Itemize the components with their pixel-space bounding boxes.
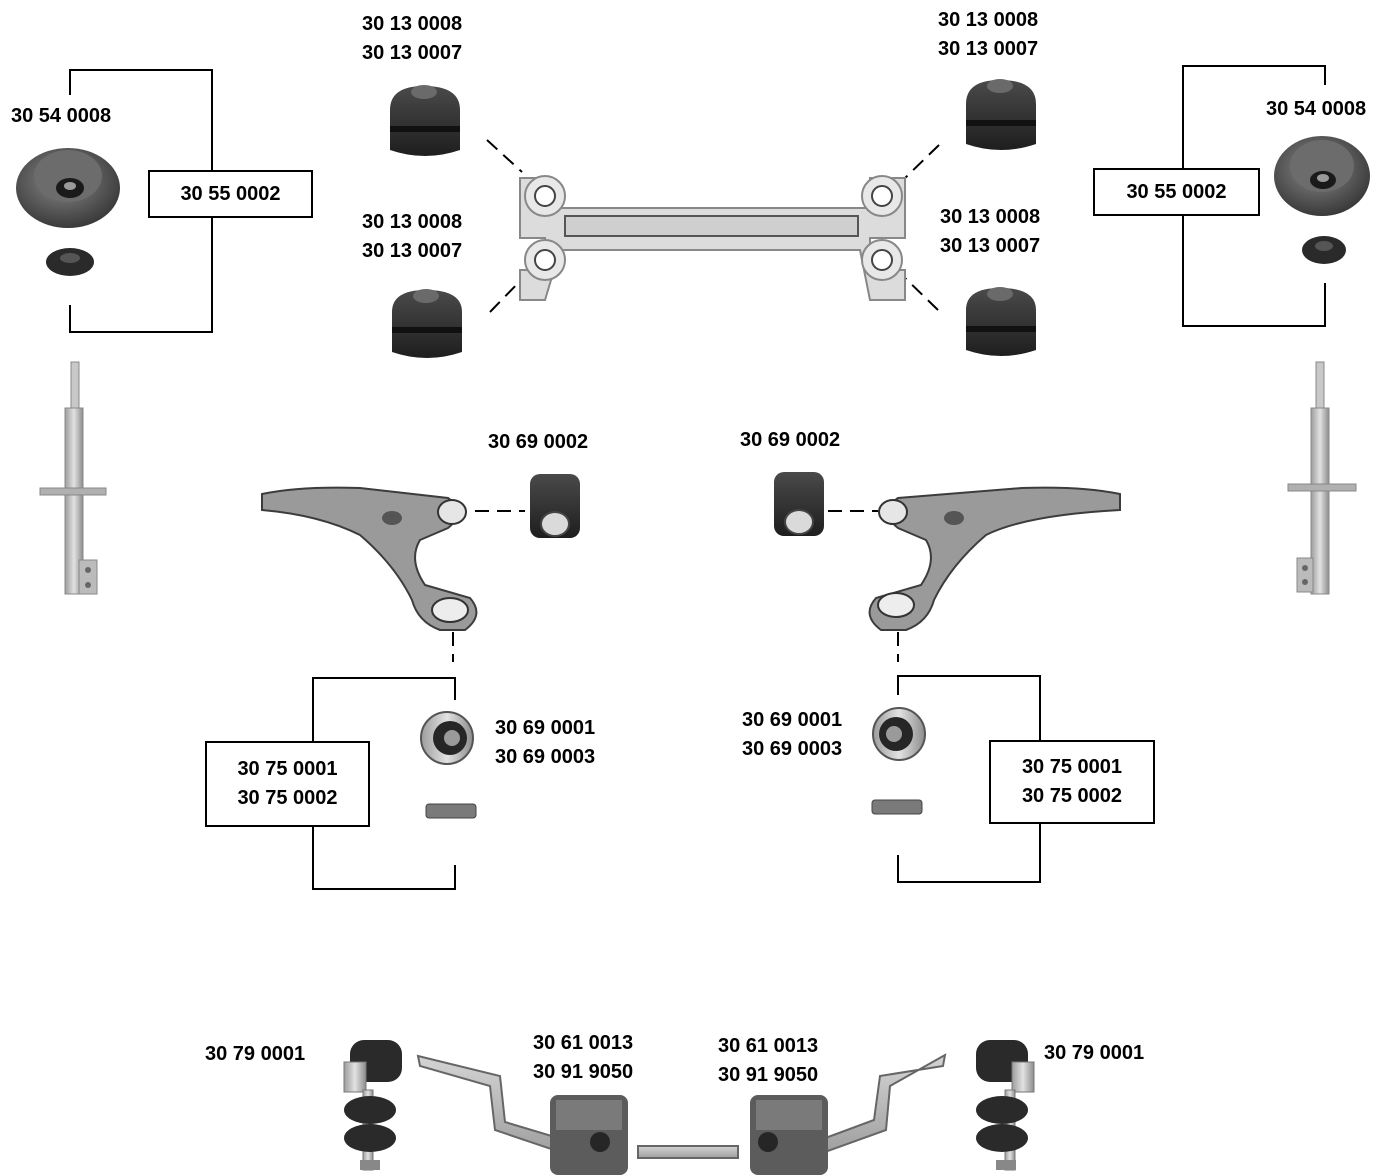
label-subframe-top-left-2: 30 13 0007 [362, 42, 463, 64]
label-subframe-bottom-right: 30 13 0008 30 13 0007 [940, 203, 1040, 261]
subframe [519, 175, 906, 301]
label-subframe-bottom-left-2: 30 13 0007 [362, 240, 463, 262]
label-subframe-bottom-left: 30 13 0008 30 13 0007 [362, 208, 462, 266]
label-subframe-top-right: 30 13 0008 30 13 0007 [938, 6, 1038, 64]
stab-bush-right [750, 1095, 828, 1175]
drop-link-right [976, 1040, 1035, 1171]
label-subframe-top-left-1: 30 13 0008 [362, 13, 463, 35]
stabilizer-bar [416, 1053, 947, 1159]
label-stab-bush-right-2: 30 91 9050 [718, 1064, 819, 1086]
label-subframe-top-right-2: 30 13 0007 [938, 38, 1039, 60]
box-kit-left-2: 30 75 0002 [237, 787, 338, 809]
subframe-mount-bottom-left [392, 289, 462, 358]
box-left-mount-text: 30 55 0002 [180, 182, 281, 205]
subframe-mount-top-right [966, 79, 1036, 150]
drop-link-left [343, 1040, 402, 1171]
stab-bush-left [550, 1095, 628, 1175]
label-rear-bush-right-1: 30 69 0001 [742, 709, 843, 731]
label-rear-bush-right: 30 69 0001 30 69 0003 [742, 706, 842, 764]
box-right-mount: 30 55 0002 [1093, 168, 1260, 216]
strut-mount-left [16, 148, 120, 276]
label-rear-bush-left: 30 69 0001 30 69 0003 [495, 714, 595, 772]
label-stab-bush-right: 30 61 0013 30 91 9050 [718, 1032, 818, 1090]
arm-bush-left [530, 474, 580, 538]
label-stab-bush-left-2: 30 91 9050 [533, 1061, 634, 1083]
box-kit-right: 30 75 0001 30 75 0002 [989, 740, 1155, 824]
label-stab-bush-left: 30 61 0013 30 91 9050 [533, 1029, 633, 1087]
subframe-mount-top-left [390, 85, 460, 156]
label-subframe-top-right-1: 30 13 0008 [938, 9, 1039, 31]
label-top-left-mount: 30 54 0008 [11, 105, 112, 127]
strut-mount-right [1274, 136, 1370, 264]
label-subframe-bottom-right-2: 30 13 0007 [940, 235, 1041, 257]
label-subframe-bottom-left-1: 30 13 0008 [362, 211, 463, 233]
shock-absorber-left [39, 361, 107, 595]
rear-bush-right [871, 707, 926, 815]
label-rear-bush-right-2: 30 69 0003 [742, 738, 843, 760]
label-stab-bush-left-1: 30 61 0013 [533, 1032, 634, 1054]
shock-absorber-right [1287, 361, 1357, 595]
label-top-right-mount: 30 54 0008 [1266, 98, 1367, 120]
label-subframe-bottom-right-1: 30 13 0008 [940, 206, 1041, 228]
control-arm-left [261, 486, 478, 631]
box-left-mount: 30 55 0002 [148, 170, 313, 218]
label-link-right: 30 79 0001 [1044, 1042, 1145, 1064]
control-arm-right [868, 486, 1121, 631]
subframe-mount-bottom-right [966, 287, 1036, 356]
label-arm-bush-left: 30 69 0002 [488, 431, 589, 453]
label-subframe-top-left: 30 13 0008 30 13 0007 [362, 10, 462, 68]
box-right-mount-text: 30 55 0002 [1126, 180, 1227, 203]
arm-bush-right [774, 472, 824, 536]
label-link-left: 30 79 0001 [205, 1043, 306, 1065]
label-rear-bush-left-2: 30 69 0003 [495, 746, 596, 768]
rear-bush-left [420, 711, 477, 819]
label-arm-bush-right: 30 69 0002 [740, 429, 841, 451]
label-rear-bush-left-1: 30 69 0001 [495, 717, 596, 739]
box-kit-left: 30 75 0001 30 75 0002 [205, 741, 370, 827]
box-kit-right-2: 30 75 0002 [1021, 785, 1123, 807]
box-kit-left-1: 30 75 0001 [237, 758, 338, 780]
box-kit-right-1: 30 75 0001 [1021, 756, 1123, 778]
label-stab-bush-right-1: 30 61 0013 [718, 1035, 819, 1057]
